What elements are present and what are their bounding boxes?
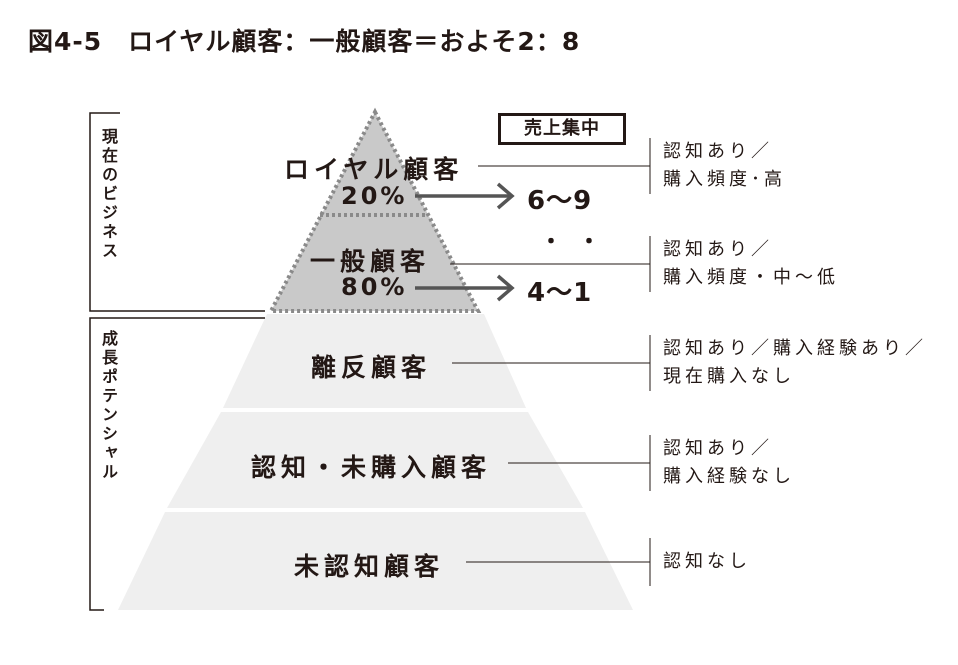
loyal-arrow-head <box>496 182 515 210</box>
loyal-description-line: 購入頻度･高 <box>663 169 786 190</box>
lapsed-description: 認知あり／購入経験あり／ 現在購入なし <box>663 335 927 391</box>
current-business-label: 現在のビジネス <box>99 128 118 261</box>
sales-concentration-badge: 売上集中 <box>498 113 626 145</box>
between-dots: ・・ <box>540 230 617 255</box>
general-description: 認知あり／ 購入頻度・中〜低 <box>663 236 839 292</box>
general-description-line: 認知あり／ <box>663 239 773 260</box>
lapsed-description-line: 認知あり／購入経験あり／ <box>663 338 927 359</box>
aware-description: 認知あり／ 購入経験なし <box>663 435 795 491</box>
unaware-description-line: 認知なし <box>663 551 751 572</box>
growth-potential-bracket <box>89 317 265 611</box>
tier-unaware-name: 未認知顧客 <box>294 552 445 581</box>
tier-unaware-band <box>118 512 633 610</box>
general-description-line: 購入頻度・中〜低 <box>663 267 839 288</box>
tier-lapsed-band <box>223 314 526 408</box>
lapsed-description-line: 現在購入なし <box>663 366 795 387</box>
tier-loyal-frequency: 6〜9 <box>527 186 593 216</box>
tier-loyal-share: 20% <box>341 182 408 210</box>
tier-general-name: 一般顧客 <box>310 247 431 276</box>
tier-aware-band <box>167 412 583 508</box>
current-business-bracket <box>89 112 265 312</box>
general-arrow-head <box>496 274 515 302</box>
tier-general-share: 80% <box>341 273 408 301</box>
aware-description-line: 認知あり／ <box>663 438 773 459</box>
top-triangle <box>267 107 482 313</box>
unaware-description: 認知なし <box>663 548 751 576</box>
tier-aware-name: 認知・未購入顧客 <box>251 453 492 482</box>
growth-potential-label: 成長ポテンシャル <box>99 330 118 482</box>
tier-loyal-name: ロイヤル顧客 <box>284 155 464 184</box>
tier-lapsed-name: 離反顧客 <box>311 353 432 382</box>
aware-description-line: 購入経験なし <box>663 466 795 487</box>
loyal-description: 認知あり／ 購入頻度･高 <box>663 138 786 194</box>
loyal-description-line: 認知あり／ <box>663 141 773 162</box>
page-title: 図4-5 ロイヤル顧客：一般顧客＝およそ2：8 <box>28 27 581 56</box>
tier-general-frequency: 4〜1 <box>527 278 593 308</box>
